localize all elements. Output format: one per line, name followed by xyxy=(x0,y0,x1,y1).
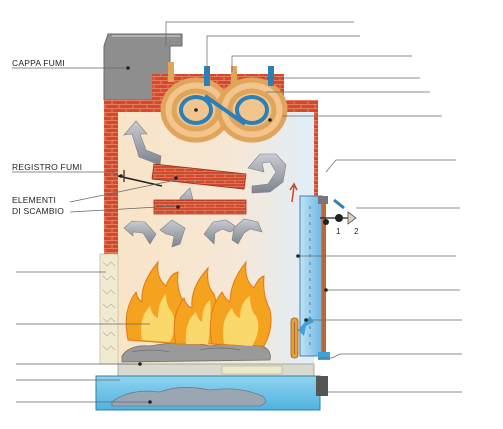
thermometer-icon xyxy=(290,317,299,359)
label-elementi-line2: DI SCAMBIO xyxy=(12,206,65,216)
ash-drawer xyxy=(117,363,315,377)
valve-icon xyxy=(320,198,357,225)
water-tank xyxy=(95,375,328,411)
callout-lines-right xyxy=(165,21,462,393)
valve-number-1: 1 xyxy=(336,227,341,236)
callout-dots xyxy=(119,66,328,404)
glass-door xyxy=(299,195,326,357)
copper-coil-exchanger xyxy=(160,62,288,143)
heat-exchange-elements xyxy=(151,163,247,215)
airflow-arrow-icon xyxy=(123,120,287,248)
left-insulation-panel xyxy=(99,253,119,365)
hot-gas-arrows xyxy=(289,182,298,203)
label-cappa-fumi: CAPPA FUMI xyxy=(12,58,65,68)
firewood-logs xyxy=(121,342,271,363)
valve-number-2: 2 xyxy=(354,227,359,236)
label-registro-fumi: REGISTRO FUMI xyxy=(12,162,83,172)
label-elementi-line1: ELEMENTI xyxy=(12,195,57,205)
flame-icon xyxy=(125,260,272,347)
callout-lines-left xyxy=(12,67,177,403)
right-ducts xyxy=(318,196,330,360)
